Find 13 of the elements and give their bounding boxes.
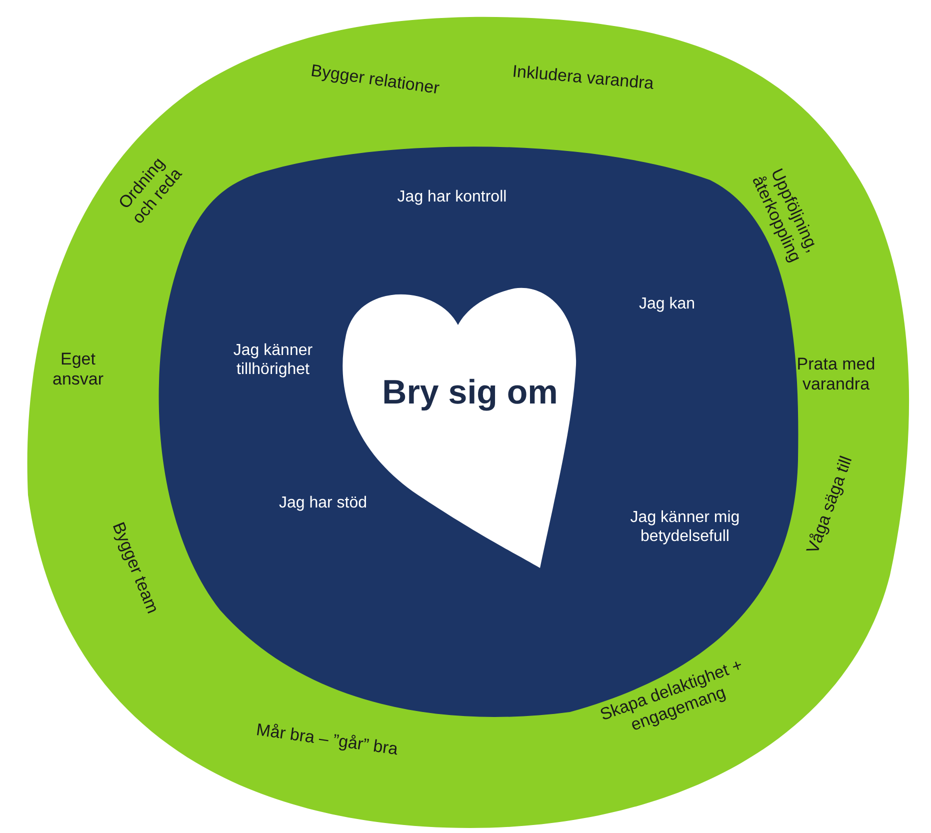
center-title: Bry sig om: [381, 372, 559, 414]
inner-label: Jag har kontroll: [396, 187, 508, 207]
ring-label: Våga säga till: [802, 452, 857, 558]
ring-label: Prata med varandra: [796, 354, 876, 396]
inner-label: Jag har stöd: [278, 493, 368, 513]
ring-label: Bygger team: [108, 518, 164, 618]
ring-label: Eget ansvar: [51, 350, 105, 390]
inner-label: Jag känner tillhörighet: [232, 340, 314, 380]
inner-label: Jag känner mig betydelsefull: [629, 508, 741, 546]
ring-label: Bygger relationer: [308, 60, 442, 100]
ring-label: Mår bra – ”går” bra: [254, 718, 400, 761]
inner-label: Jag kan: [638, 294, 696, 314]
ring-label: Inkludera varandra: [510, 60, 656, 95]
